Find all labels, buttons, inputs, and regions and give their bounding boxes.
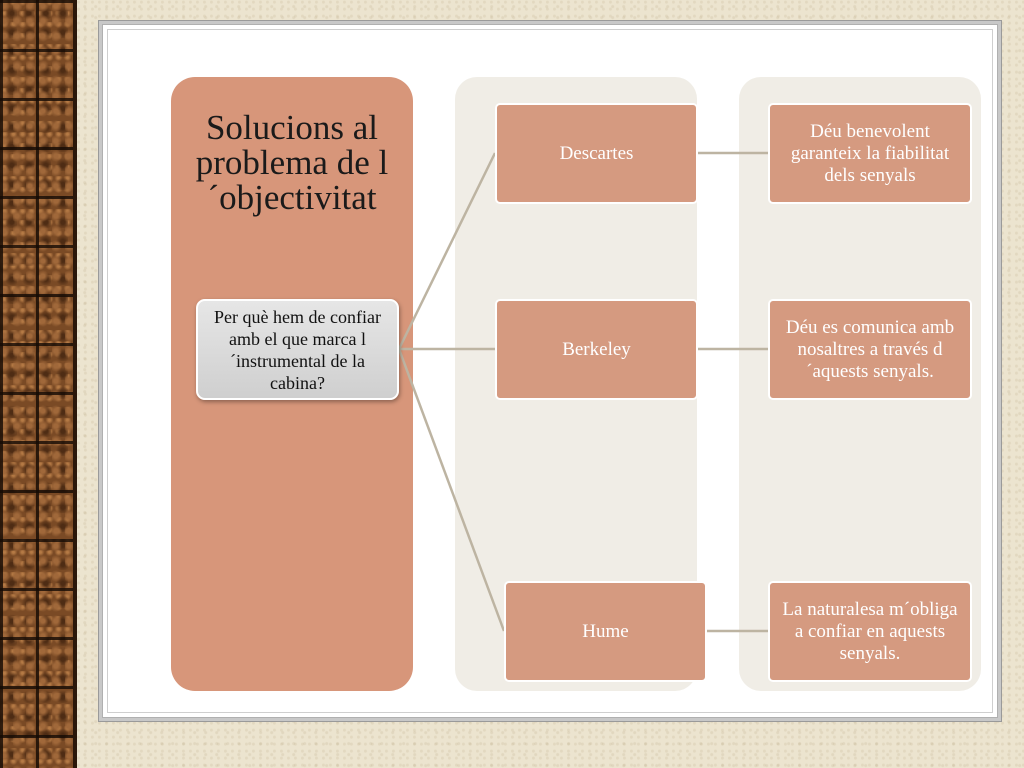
wood-frame-border [0, 0, 76, 768]
diagram-title: Solucions al problema de l´objectivitat [195, 108, 389, 217]
node-berkeley: Berkeley [495, 299, 698, 400]
solution-berkeley: Déu es comunica amb nosaltres a través d… [768, 299, 972, 400]
solution-hume: La naturalesa m´obliga a confiar en aque… [768, 581, 972, 682]
wood-frame-edge [73, 0, 77, 768]
question-box: Per què hem de confiar amb el que marca … [196, 299, 399, 400]
node-descartes: Descartes [495, 103, 698, 204]
node-hume: Hume [504, 581, 707, 682]
solution-descartes: Déu benevolent garanteix la fiabilitat d… [768, 103, 972, 204]
